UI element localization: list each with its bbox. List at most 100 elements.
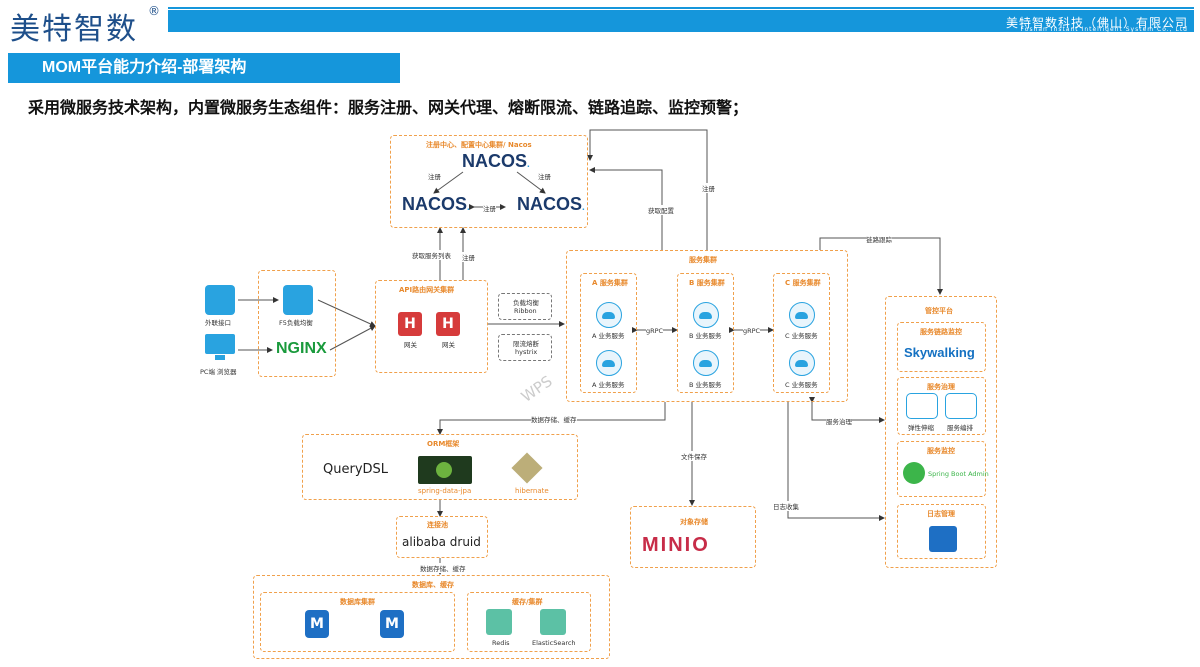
log-mgmt-box [897, 504, 986, 559]
trace-monitor-title: 服务链路监控 [920, 328, 962, 336]
ribbon-box [498, 293, 552, 320]
f5-label: F5负载均衡 [279, 319, 313, 327]
external-api-icon [205, 285, 235, 315]
nginx-logo: NGINX [276, 340, 327, 357]
cache-cluster-title: 缓存/集群 [512, 598, 543, 606]
service-gov-box [897, 377, 986, 435]
hystrix-box [498, 334, 552, 361]
cluster-a-title: A 服务集群 [592, 279, 628, 287]
orm-title: ORM框架 [427, 440, 460, 448]
spring-boot-admin-label: Spring Boot Admin [928, 470, 989, 478]
slide-subtitle: 采用微服务技术架构，内置微服务生态组件：服务注册、网关代理、熔断限流、链路追踪、… [28, 98, 749, 117]
service-c-label: C 业务服务 [785, 381, 818, 389]
mgmt-platform-title: 管控平台 [925, 307, 953, 315]
mysql-db-icon: M [305, 610, 329, 638]
connection-pool-title: 连接池 [427, 521, 448, 529]
spring-boot-admin-icon [903, 462, 925, 484]
header-thin-line [168, 7, 1194, 9]
orm-box [302, 434, 578, 500]
trace-monitor-box [897, 322, 986, 372]
hystrix-label-cn: 限流熔断 [513, 340, 539, 348]
service-b-icon [693, 302, 719, 328]
object-storage-box [630, 506, 756, 568]
trace-link-label: 链路跟踪 [866, 234, 892, 244]
f5-lb-icon [283, 285, 313, 315]
grpc-label: gRPC [646, 327, 664, 335]
service-monitor-box [897, 441, 986, 497]
elastic-scale-label: 弹性伸缩 [908, 424, 934, 432]
pc-stand-icon [215, 355, 225, 360]
register-label: 注册 [538, 173, 551, 181]
company-name-cn: 美特智数科技（佛山）有限公司 [1005, 16, 1188, 30]
log-mgmt-icon [929, 526, 957, 552]
druid-label: alibaba druid [402, 535, 481, 549]
service-cluster-title: 服务集群 [689, 256, 717, 264]
service-gov-title: 服务治理 [927, 383, 955, 391]
service-governance-label: 服务治理 [826, 416, 852, 426]
service-b-icon [693, 350, 719, 376]
hibernate-label: hibernate [515, 487, 549, 495]
service-c-icon [789, 302, 815, 328]
nacos-logo-right: NACOS. [517, 194, 585, 214]
get-config-label: 获取配置 [648, 205, 674, 215]
register-label: 注册 [483, 203, 496, 213]
lb-box [258, 270, 336, 377]
external-api-label: 外联接口 [205, 319, 231, 327]
object-storage-title: 对象存储 [680, 518, 708, 526]
elasticsearch-icon [540, 609, 566, 635]
service-a-icon [596, 350, 622, 376]
cache-cluster-box [467, 592, 591, 652]
orchestrate-label: 服务编排 [947, 424, 973, 432]
redis-icon [486, 609, 512, 635]
skywalking-logo: Skywalking [904, 345, 975, 360]
elasticsearch-label: ElasticSearch [532, 639, 576, 647]
registry-cluster-box [390, 135, 588, 228]
gateway-icon: H [436, 312, 460, 336]
gateway-label: 网关 [442, 341, 455, 349]
spring-leaf-icon [436, 462, 452, 478]
spring-data-jpa-label: spring-data-jpa [418, 487, 472, 495]
registry-title: 注册中心、配置中心集群/ Nacos [426, 141, 532, 149]
data-layer-title: 数据库、缓存 [412, 581, 454, 589]
service-monitor-title: 服务监控 [927, 447, 955, 455]
service-c-label: C 业务服务 [785, 332, 818, 340]
company-name-en: Foshan Instant Intelligent System Co., L… [1020, 26, 1188, 33]
mgmt-platform-box [885, 296, 997, 568]
connection-pool-box [396, 516, 488, 558]
cluster-c-box [773, 273, 830, 393]
service-c-icon [789, 350, 815, 376]
register-label: 注册 [702, 183, 715, 193]
header-bar [168, 10, 1194, 32]
log-mgmt-title: 日志管理 [927, 510, 955, 518]
gateway-icon: H [398, 312, 422, 336]
gateway-label: 网关 [404, 341, 417, 349]
service-a-label: A 业务服务 [592, 381, 625, 389]
querydsl-label: QueryDSL [323, 462, 389, 477]
service-cluster-box [566, 250, 848, 402]
registered-mark: ® [148, 4, 160, 18]
grpc-label: gRPC [743, 327, 761, 335]
elastic-scale-icon [906, 393, 938, 419]
db-cluster-box [260, 592, 455, 652]
log-collect-label: 日志收集 [773, 501, 799, 511]
minio-logo: MINIO [642, 534, 710, 556]
cluster-c-title: C 服务集群 [785, 279, 821, 287]
ribbon-label-en: Ribbon [514, 307, 537, 315]
pc-browser-label: PC端 浏览器 [200, 368, 237, 376]
register-label: 注册 [462, 252, 475, 262]
gateway-title: API路由网关集群 [399, 286, 455, 294]
data-store-label: 数据存储、缓存 [420, 563, 466, 573]
service-a-label: A 业务服务 [592, 332, 625, 340]
data-store-label: 数据存储、缓存 [531, 414, 577, 424]
cluster-a-box [580, 273, 637, 393]
nacos-logo-top: NACOS. [462, 151, 530, 171]
register-label: 注册 [428, 173, 441, 181]
nacos-logo-left: NACOS. [402, 194, 470, 214]
ribbon-label-cn: 负载均衡 [513, 299, 539, 307]
get-service-list-label: 获取服务列表 [412, 250, 451, 260]
redis-label: Redis [492, 639, 510, 647]
file-save-label: 文件保存 [681, 451, 707, 461]
brand-logo: 美特智数 [10, 12, 138, 47]
gateway-cluster-box [375, 280, 488, 373]
orchestrate-icon [945, 393, 977, 419]
